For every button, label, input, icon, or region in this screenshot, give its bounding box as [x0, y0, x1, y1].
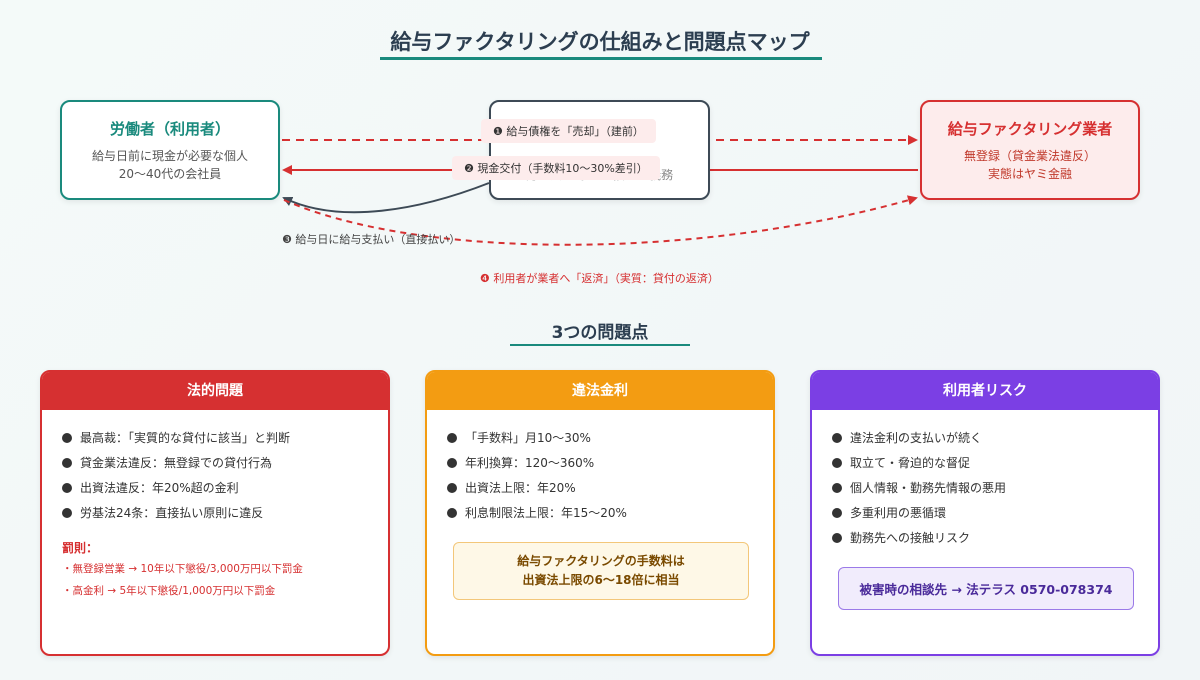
section-title: 3つの問題点 — [551, 323, 649, 343]
worker-title: 労働者（利用者） — [109, 119, 230, 138]
bullet-icon — [62, 508, 72, 518]
list-item: 最高裁：「実質的な貸付に該当」と判断 — [62, 426, 370, 451]
bullet-icon — [832, 483, 842, 493]
list-item: 年利換算：120〜360% — [447, 451, 755, 476]
bullet-icon — [832, 508, 842, 518]
bullet-icon — [62, 458, 72, 468]
card-legal-header: 法的問題 — [42, 372, 388, 410]
arrow-repayment — [283, 195, 918, 246]
arrow-salary-payment — [282, 182, 490, 214]
penalty-item: ・高金利 → 5年以下懲役/1,000万円以下罰金 — [62, 585, 276, 597]
bullet-icon — [447, 508, 457, 518]
consultation-info: 被害時の相談先 → 法テラス 0570-078374 — [838, 567, 1134, 610]
factor-sub1: 無登録（貸金業法違反） — [963, 148, 1096, 163]
list-item: 取立て・脅迫的な督促 — [832, 451, 1140, 476]
bullet-icon — [832, 533, 842, 543]
rate-note: 給与ファクタリングの手数料は 出資法上限の6〜18倍に相当 — [453, 542, 749, 600]
card-risk-header: 利用者リスク — [812, 372, 1158, 410]
list-item: 違法金利の支払いが続く — [832, 426, 1140, 451]
factor-box: 給与ファクタリング業者 無登録（貸金業法違反） 実態はヤミ金融 — [920, 100, 1140, 200]
list-item: 個人情報・勤務先情報の悪用 — [832, 476, 1140, 501]
penalty-item: ・無登録営業 → 10年以下懲役/3,000万円以下罰金 — [62, 563, 303, 575]
card-illegal-rate: 違法金利 「手数料」月10〜30% 年利換算：120〜360% 出資法上限：年2… — [425, 370, 775, 656]
list-item: 「手数料」月10〜30% — [447, 426, 755, 451]
worker-box: 労働者（利用者） 給与日前に現金が必要な個人 20〜40代の会社員 — [60, 100, 280, 200]
label-step2: ❷ 現金交付（手数料10〜30%差引） — [452, 156, 660, 180]
bullet-icon — [447, 458, 457, 468]
factor-sub2: 実態はヤミ金融 — [987, 166, 1072, 181]
card-legal-issues: 法的問題 最高裁：「実質的な貸付に該当」と判断 貸金業法違反：無登録での貸付行為… — [40, 370, 390, 656]
worker-sub2: 20〜40代の会社員 — [118, 166, 222, 181]
list-item: 勤務先への接触リスク — [832, 526, 1140, 551]
label-step4: ❹ 利用者が業者へ「返済」（実質：貸付の返済） — [480, 272, 719, 285]
bullet-icon — [447, 433, 457, 443]
list-item: 出資法違反：年20%超の金利 — [62, 476, 370, 501]
page-title: 給与ファクタリングの仕組みと問題点マップ — [390, 30, 810, 54]
rate-note-line2: 出資法上限の6〜18倍に相当 — [522, 573, 680, 587]
label-step1: ❶ 給与債権を「売却」（建前） — [481, 119, 656, 143]
card-user-risk: 利用者リスク 違法金利の支払いが続く 取立て・脅迫的な督促 個人情報・勤務先情報… — [810, 370, 1160, 656]
list-item: 出資法上限：年20% — [447, 476, 755, 501]
list-item: 貸金業法違反：無登録での貸付行為 — [62, 451, 370, 476]
penalty-title: 罰則： — [62, 541, 99, 555]
bullet-icon — [62, 483, 72, 493]
title-underline — [380, 57, 822, 60]
factor-title: 給与ファクタリング業者 — [947, 119, 1113, 138]
list-item: 利息制限法上限：年15〜20% — [447, 501, 755, 526]
list-item: 多重利用の悪循環 — [832, 501, 1140, 526]
bullet-icon — [62, 433, 72, 443]
worker-sub1: 給与日前に現金が必要な個人 — [91, 148, 248, 163]
section-underline — [510, 344, 690, 346]
bullet-icon — [832, 433, 842, 443]
bullet-icon — [447, 483, 457, 493]
bullet-icon — [832, 458, 842, 468]
company-box: 労基法24条・直接払い義務 — [489, 100, 710, 200]
rate-note-line1: 給与ファクタリングの手数料は — [517, 554, 685, 568]
card-rate-header: 違法金利 — [427, 372, 773, 410]
label-step3: ❸ 給与日に給与支払い（直接払い） — [282, 233, 461, 246]
list-item: 労基法24条：直接払い原則に違反 — [62, 501, 370, 526]
